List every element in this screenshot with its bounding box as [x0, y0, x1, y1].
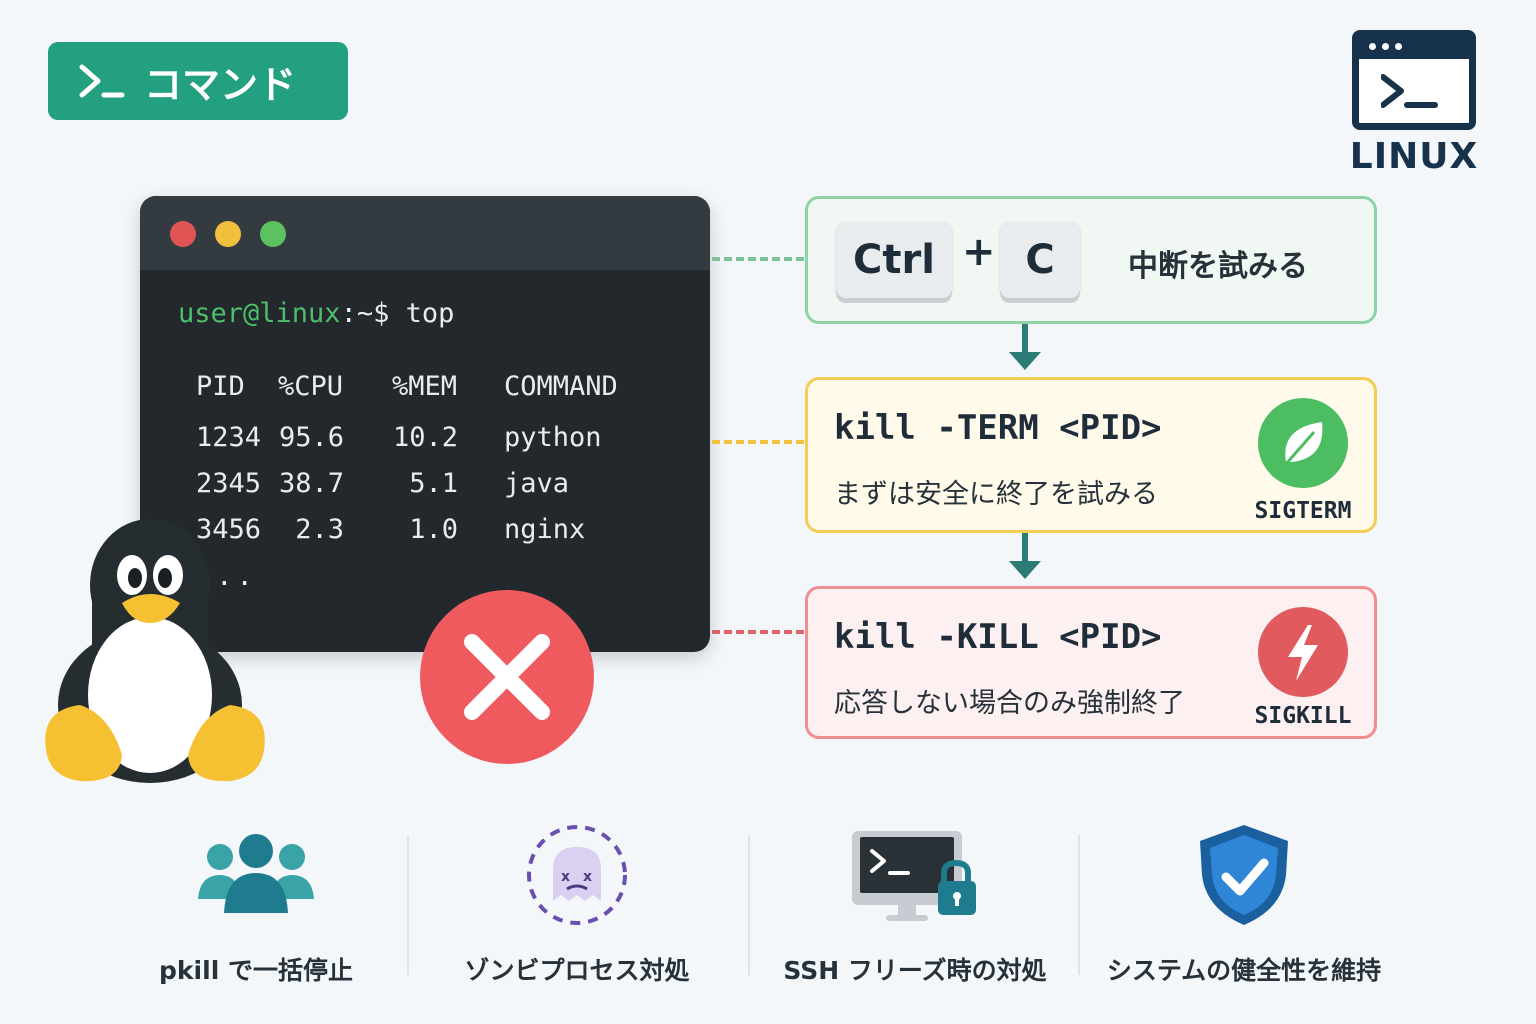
feature-label: ゾンビプロセス対処: [464, 956, 690, 985]
svg-text:x: x: [561, 869, 570, 885]
badge-label: コマンド: [144, 62, 297, 107]
feature-ssh: SSH フリーズ時の対処: [755, 825, 1075, 985]
terminal-prompt-icon: [79, 64, 125, 98]
feature-zombie: x x ゾンビプロセス対処: [417, 825, 737, 985]
feature-label: SSH フリーズ時の対処: [783, 956, 1047, 985]
ctrl-key: Ctrl: [836, 222, 952, 298]
locked-terminal-icon: [755, 825, 1075, 925]
cell-mem: 5.1: [409, 467, 458, 499]
cell-cpu: 2.3: [295, 513, 344, 545]
cell-command: python: [504, 421, 602, 453]
step-sigterm: kill -TERM <PID> まずは安全に終了を試みる SIGTERM: [805, 377, 1377, 533]
error-x-icon: [420, 590, 594, 764]
tux-penguin-icon: [45, 519, 265, 783]
terminal-window: user@linux:~$ top PID %CPU %MEM COMMAND …: [140, 196, 710, 652]
cell-cpu: 38.7: [278, 467, 344, 499]
table-row: 1234 95.6 10.2 python: [178, 414, 710, 460]
cell-command: java: [504, 467, 570, 499]
prompt-user: user@linux: [178, 298, 341, 329]
shield-check-icon: [1084, 825, 1404, 925]
minimize-dot[interactable]: [215, 221, 241, 247]
arrow-down-icon: [1009, 533, 1041, 579]
divider: [748, 835, 750, 975]
command-badge: コマンド: [48, 42, 348, 120]
ghost-icon: x x: [417, 825, 737, 925]
divider: [407, 835, 409, 975]
linux-logo: LINUX: [1348, 30, 1480, 180]
sigkill-description: 応答しない場合のみ強制終了: [834, 688, 1185, 719]
users-icon: [96, 825, 416, 925]
plus-sign: +: [962, 229, 996, 275]
feature-health: システムの健全性を維持: [1084, 825, 1404, 985]
cell-pid: 2345: [196, 467, 262, 499]
cell-pid: 3456: [196, 513, 262, 545]
divider: [1078, 835, 1080, 975]
terminal-window-icon: [1352, 30, 1476, 130]
prompt-line: user@linux:~$ top: [178, 298, 710, 334]
header-command: COMMAND: [504, 370, 618, 402]
svg-text:x: x: [583, 869, 592, 885]
leaf-icon: [1258, 398, 1348, 488]
cell-mem: 10.2: [392, 421, 458, 453]
step-ctrl-c: Ctrl + C 中断を試みる: [805, 196, 1377, 324]
prompt-path: :~$: [340, 298, 406, 329]
terminal-titlebar: [140, 196, 710, 270]
close-dot[interactable]: [170, 221, 196, 247]
arrow-down-icon: [1009, 324, 1041, 370]
c-key: C: [1000, 222, 1080, 298]
step1-description: 中断を試みる: [1128, 249, 1308, 284]
connector-step1: [712, 257, 804, 261]
maximize-dot[interactable]: [260, 221, 286, 247]
cell-pid: 1234: [196, 421, 262, 453]
header-pid: PID: [196, 370, 245, 402]
sigterm-label: SIGTERM: [1254, 498, 1352, 524]
cell-cpu: 95.6: [278, 421, 344, 453]
cell-mem: 1.0: [409, 513, 458, 545]
header-cpu: %CPU: [278, 370, 344, 402]
sigkill-label: SIGKILL: [1254, 703, 1352, 729]
table-header: PID %CPU %MEM COMMAND: [178, 358, 710, 414]
sigkill-command: kill -KILL <PID>: [834, 617, 1162, 657]
linux-label: LINUX: [1349, 136, 1479, 177]
feature-label: システムの健全性を維持: [1106, 956, 1382, 985]
connector-step2: [712, 440, 804, 444]
cell-command: nginx: [504, 513, 586, 545]
connector-step3: [712, 630, 804, 634]
step-sigkill: kill -KILL <PID> 応答しない場合のみ強制終了 SIGKILL: [805, 586, 1377, 739]
feature-pkill: pkill で一括停止: [96, 825, 416, 985]
table-row: 3456 2.3 1.0 nginx: [178, 506, 710, 552]
header-mem: %MEM: [392, 370, 458, 402]
prompt-command: top: [405, 298, 455, 329]
table-row: 2345 38.7 5.1 java: [178, 460, 710, 506]
sigterm-command: kill -TERM <PID>: [834, 408, 1162, 448]
feature-label: pkill で一括停止: [159, 956, 353, 985]
lightning-icon: [1258, 607, 1348, 697]
sigterm-description: まずは安全に終了を試みる: [834, 479, 1158, 510]
